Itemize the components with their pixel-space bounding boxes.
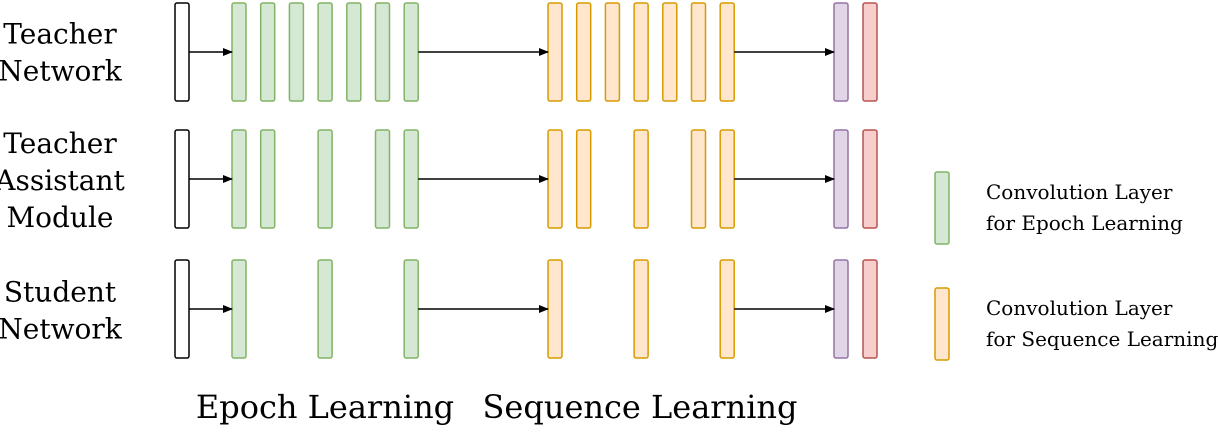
legend-text-line: for Sequence Learning: [986, 327, 1218, 351]
epoch-conv-layer: [346, 2, 362, 102]
sequence-conv-layer: [604, 2, 621, 102]
epoch-conv-layer: [317, 259, 333, 359]
row-label-line: Assistant: [0, 164, 126, 197]
sequence-conv-layer: [547, 129, 563, 229]
purple-output-layer: [833, 259, 849, 359]
epoch-conv-layer: [317, 2, 333, 102]
epoch-conv-layer: [374, 129, 391, 229]
epoch-conv-layer: [403, 129, 419, 229]
sequence-conv-layer: [690, 129, 707, 229]
epoch-conv-layer: [403, 2, 419, 102]
purple-output-layer: [833, 129, 849, 229]
legend-swatch-sequence: [934, 287, 950, 361]
legend-text-line: Convolution Layer: [986, 180, 1173, 204]
input-block: [174, 2, 190, 102]
epoch-conv-layer: [231, 129, 247, 229]
sequence-learning-label: Sequence Learning: [482, 388, 797, 426]
sequence-conv-layer: [575, 129, 592, 229]
red-output-layer: [862, 2, 878, 102]
sequence-conv-layer: [633, 259, 649, 359]
row-label-line: Network: [0, 313, 123, 346]
epoch-conv-layer: [259, 2, 276, 102]
sequence-conv-layer: [633, 129, 649, 229]
red-output-layer: [862, 259, 878, 359]
legend-item-epoch: Convolution Layer for Epoch Learning: [934, 171, 1183, 245]
sequence-conv-layer: [719, 2, 735, 102]
epoch-conv-layer: [231, 259, 247, 359]
epoch-learning-label: Epoch Learning: [196, 388, 454, 426]
legend-item-sequence: Convolution Layer for Sequence Learning: [934, 287, 1218, 361]
legend-text-line: for Epoch Learning: [986, 211, 1183, 235]
sequence-conv-layer: [719, 259, 735, 359]
epoch-conv-layer: [374, 2, 391, 102]
legend-swatch-epoch: [934, 171, 950, 245]
epoch-conv-layer: [231, 2, 247, 102]
row-label-line: Network: [0, 55, 123, 88]
input-block: [174, 259, 190, 359]
legend-text-line: Convolution Layer: [986, 296, 1173, 320]
epoch-conv-layer: [403, 259, 419, 359]
sequence-conv-layer: [690, 2, 707, 102]
sequence-conv-layer: [547, 2, 563, 102]
epoch-conv-layer: [288, 2, 305, 102]
purple-output-layer: [833, 2, 849, 102]
epoch-conv-layer: [317, 129, 333, 229]
sequence-conv-layer: [547, 259, 563, 359]
sequence-conv-layer: [575, 2, 592, 102]
sequence-conv-layer: [633, 2, 649, 102]
input-block: [174, 129, 190, 229]
row-label-line: Teacher: [3, 127, 117, 160]
epoch-conv-layer: [259, 129, 276, 229]
sequence-conv-layer: [719, 129, 735, 229]
row-label-line: Teacher: [3, 18, 117, 51]
row-label-line: Module: [6, 201, 113, 234]
red-output-layer: [862, 129, 878, 229]
row-label-line: Student: [4, 276, 117, 309]
sequence-conv-layer: [662, 2, 678, 102]
